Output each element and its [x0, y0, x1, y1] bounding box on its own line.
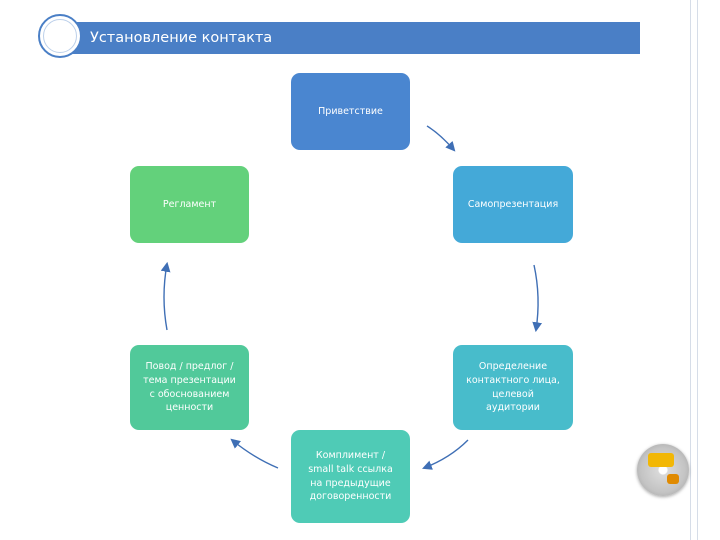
node-text-line: Самопрезентация — [467, 198, 559, 210]
node-text-line: целевой — [492, 388, 534, 400]
frame-line — [697, 0, 698, 540]
node-text-line: ценности — [165, 402, 214, 414]
node-compliment: Комплимент / small talk ссылка на предыдущ… — [291, 430, 410, 523]
title-circle-icon — [38, 14, 82, 58]
page-title: Установление контакта — [90, 30, 273, 46]
node-define-contact: Определение контактного лица, целевой аудит… — [453, 345, 573, 430]
node-text-line: small talk ссылка — [308, 463, 393, 475]
node-text-line: Приветствие — [318, 105, 383, 117]
node-text-line: Определение — [478, 360, 548, 372]
arrow-define-to-compliment — [422, 439, 469, 470]
node-text-line: Комплимент / — [315, 449, 386, 461]
disc-label-shape — [648, 453, 674, 467]
title-bar — [60, 22, 640, 54]
node-text-line: аудитории — [486, 402, 540, 414]
frame-line — [690, 0, 691, 540]
node-self-presentation: Самопрезентация — [453, 166, 573, 243]
arrow-compliment-to-reason — [230, 438, 279, 469]
arrow-self-to-define — [532, 264, 542, 333]
arrow-reason-to-regulation — [160, 261, 171, 331]
node-regulation: Регламент — [130, 166, 249, 243]
node-greeting: Приветствие — [291, 73, 410, 150]
node-reason: Повод / предлог / тема презентации с обосн… — [130, 345, 249, 430]
node-text-line: Регламент — [162, 198, 217, 210]
node-text-line: договоренности — [309, 491, 392, 503]
node-text-line: на предыдущие — [310, 477, 391, 489]
node-text-line: Повод / предлог / — [145, 360, 234, 372]
disc-label-shape — [667, 474, 679, 484]
cd-disc-icon — [637, 444, 689, 496]
node-text-line: с обоснованием — [149, 388, 230, 400]
arrow-greeting-to-self — [426, 125, 456, 152]
node-text-line: тема презентации — [143, 374, 236, 386]
node-text-line: контактного лица, — [466, 374, 560, 386]
